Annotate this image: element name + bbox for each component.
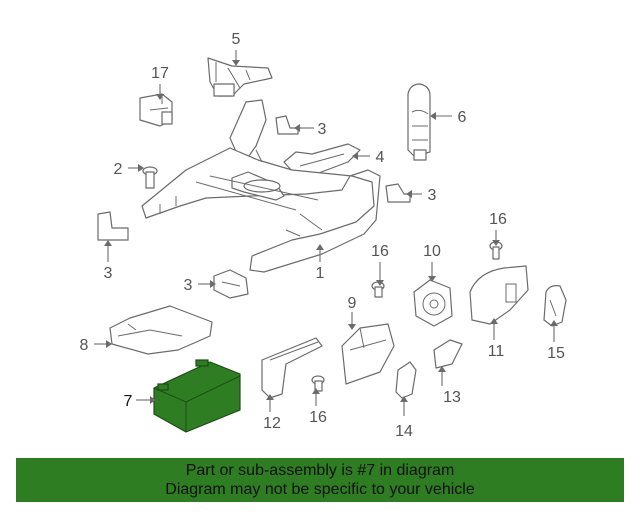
callout-14: 14 — [395, 423, 413, 440]
leader-lines — [94, 50, 555, 416]
part-11-trim-cover[interactable] — [469, 265, 529, 325]
callout-16-c: 16 — [309, 409, 327, 426]
part-8-module[interactable] — [109, 305, 213, 355]
callout-6: 6 — [458, 109, 467, 126]
callout-3-b: 3 — [104, 265, 113, 282]
part-3-clip-a[interactable] — [275, 115, 299, 135]
part-17-sensor[interactable] — [139, 93, 173, 127]
part-15-knob[interactable] — [543, 285, 567, 327]
part-13-pad[interactable] — [433, 339, 463, 369]
callout-3-a: 3 — [318, 121, 327, 138]
part-3-clip-d[interactable] — [213, 269, 249, 299]
callout-13: 13 — [443, 389, 461, 406]
callout-11: 11 — [488, 343, 505, 360]
callout-7: 7 — [124, 393, 133, 410]
part-16-bolt-c[interactable] — [311, 375, 325, 392]
banner-line-2: Diagram may not be specific to your vehi… — [165, 481, 475, 498]
leader-arrowheads — [104, 60, 558, 404]
exploded-parts-diagram: 17 5 6 3 4 2 3 3 16 1 3 16 10 9 8 11 15 … — [80, 31, 567, 440]
callout-16-a: 16 — [489, 211, 507, 228]
callout-numbers: 17 5 6 3 4 2 3 3 16 1 3 16 10 9 8 11 15 … — [80, 31, 565, 440]
part-3-clip-c[interactable] — [385, 183, 411, 203]
diagram-notice-banner: Part or sub-assembly is #7 in diagram Di… — [16, 458, 624, 502]
part-7-module-highlighted[interactable] — [153, 359, 241, 433]
callout-12: 12 — [263, 415, 281, 432]
part-10-switch[interactable] — [413, 279, 453, 327]
part-14-knob[interactable] — [395, 361, 417, 399]
callout-5: 5 — [232, 31, 241, 48]
part-16-bolt-b[interactable] — [371, 281, 385, 298]
part-12-bracket[interactable] — [261, 337, 323, 399]
part-9-control-unit[interactable] — [341, 323, 395, 385]
callout-16-b: 16 — [371, 243, 389, 260]
callout-4: 4 — [376, 149, 385, 166]
callout-2: 2 — [114, 161, 123, 178]
callout-17: 17 — [151, 65, 169, 82]
part-5-actuator[interactable] — [207, 57, 273, 97]
banner-line-1: Part or sub-assembly is #7 in diagram — [185, 462, 455, 479]
callout-9: 9 — [348, 295, 357, 312]
callout-1: 1 — [316, 265, 325, 282]
part-6-motor[interactable] — [407, 83, 431, 161]
part-16-bolt-a[interactable] — [489, 241, 503, 260]
callout-3-c: 3 — [428, 187, 437, 204]
callout-8: 8 — [80, 337, 89, 354]
part-1-seat-frame[interactable] — [141, 99, 381, 273]
part-3-clip-b[interactable] — [97, 211, 129, 241]
callout-10: 10 — [423, 243, 441, 260]
callout-15: 15 — [547, 345, 565, 362]
callout-3-d: 3 — [184, 277, 193, 294]
part-2-bolt[interactable] — [142, 166, 158, 189]
